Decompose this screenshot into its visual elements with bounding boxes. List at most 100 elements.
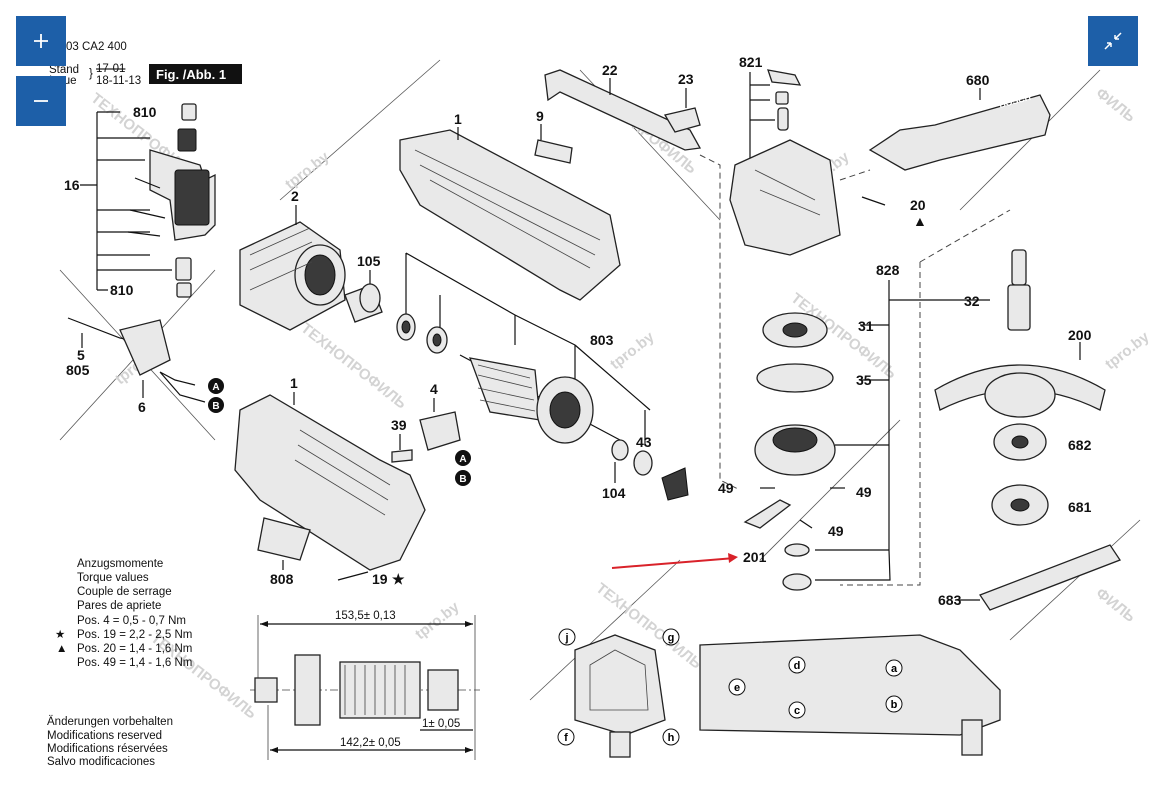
power-cable: 5 805 6 A B [66,317,224,415]
switch-assembly: 810 16 810 [64,103,216,298]
dimension-length: 153,5± 0,13 [335,610,396,622]
tail-parts: 22 23 9 [534,62,702,164]
part-1-label: 1 [290,375,298,391]
part-805-label: 805 [66,362,90,378]
motor-housing-top: 1 [399,111,621,301]
svg-text:Pares de apriete: Pares de apriete [77,600,161,612]
marker-h: h [668,732,675,744]
part-20-label: 20 [910,197,926,213]
marker-c: c [794,705,800,717]
star-marker: ★ [392,571,405,587]
part-39-label: 39 [391,417,407,433]
part-682-label: 682 [1068,437,1092,453]
part-1-label: 1 [454,111,462,127]
marker-d: d [794,660,801,672]
part-31-label: 31 [858,318,874,334]
svg-text:Modifications reserved: Modifications reserved [47,730,162,742]
marker-b [208,397,224,413]
zoom-out-button[interactable] [16,76,66,126]
watermark: tpro.by [607,328,658,373]
svg-text:Pos. 49 = 1,4 - 1,6 Nm: Pos. 49 = 1,4 - 1,6 Nm [77,657,192,669]
dimension-axial-play: 1± 0,05 [422,718,460,730]
part-821-label: 821 [739,54,763,70]
dimension-length: 142,2± 0,05 [340,737,401,749]
marker-f: f [564,732,568,744]
highlight-arrow-head [728,553,738,563]
svg-text:Änderungen vorbehalten: Änderungen vorbehalten [47,716,173,728]
part-201-label: 201 [743,549,767,565]
part-810-label: 810 [110,282,134,298]
svg-text:Anzugsmomente: Anzugsmomente [77,558,163,570]
part-49-label: 49 [718,480,734,496]
part-9-label: 9 [536,108,544,124]
spindle-and-guard: 32 200 682 681 683 [840,209,1121,611]
svg-text:Couple de serrage: Couple de serrage [77,586,172,598]
gear-head-front-view: j g f h [557,628,680,758]
part-680-label: 680 [966,72,990,88]
exit-fullscreen-button[interactable] [1088,16,1138,66]
part-49-label: 49 [828,523,844,539]
minus-icon [34,100,48,102]
svg-text:Salvo modificaciones: Salvo modificaciones [47,756,155,768]
figure-label: Fig. /Abb. 1 [156,67,226,82]
watermark: ФИЛЬ [1093,585,1139,626]
collapse-arrows-icon [1104,32,1122,50]
part-19-label: 19 [372,571,388,587]
marker-a [208,378,224,394]
doc-number: 03 CA2 400 [66,41,127,53]
part-803-label: 803 [590,332,614,348]
torque-values: Anzugsmomente Torque values Couple de se… [55,558,192,669]
part-22-label: 22 [602,62,618,78]
marker-b [455,470,471,486]
svg-text:Pos. 20 = 1,4 - 1,6 Nm: Pos. 20 = 1,4 - 1,6 Nm [77,643,192,655]
svg-text:Torque values: Torque values [77,572,149,584]
motor-housing-bottom: 1 808 19 ★ 4 39 A B [234,375,471,587]
svg-text:B: B [212,401,219,412]
zoom-in-button[interactable] [16,16,66,66]
part-681-label: 681 [1068,499,1092,515]
watermark: tpro.by [282,148,333,193]
armature-dimension-drawing: 153,5± 0,13 1± 0,05 142,2± 0,05 [250,610,480,760]
svg-text:Modifications réservées: Modifications réservées [47,743,168,755]
armature: 803 43 104 [396,252,689,501]
part-808-label: 808 [270,571,294,587]
figure-label-box [149,64,242,84]
part-683-label: 683 [938,592,962,608]
gear-parts: 828 31 35 49 49 49 201 [611,262,990,591]
marker-a: a [891,663,898,675]
marker-a [455,450,471,466]
watermark: tpro.by [1102,328,1153,373]
marker-e: e [734,682,740,694]
part-23-label: 23 [678,71,694,87]
part-16-label: 16 [64,177,80,193]
svg-text:A: A [212,382,219,393]
svg-text:Pos. 19 = 2,2 - 2,5 Nm: Pos. 19 = 2,2 - 2,5 Nm [77,629,192,641]
part-49-label: 49 [856,484,872,500]
part-828-label: 828 [876,262,900,278]
part-105-label: 105 [357,253,381,269]
stand-label: Stand [49,64,79,76]
svg-text:A: A [459,454,466,465]
issue-value: 18-11-13 [96,75,141,87]
modification-notes: Änderungen vorbehalten Modifications res… [47,716,173,768]
part-43-label: 43 [636,434,652,450]
watermark: ФИЛЬ [1093,85,1139,126]
part-200-label: 200 [1068,327,1092,343]
svg-text:B: B [459,474,466,485]
tool-side-view: d e c a b [699,634,1001,756]
highlight-arrow [611,557,736,569]
part-810-label: 810 [133,104,157,120]
triangle-marker: ▲ [56,643,67,655]
star-marker: ★ [55,629,65,641]
svg-text:Pos. 4 = 0,5 - 0,7 Nm: Pos. 4 = 0,5 - 0,7 Nm [77,615,186,627]
watermark: ТЕХНОПРОФИЛЬ [298,320,410,413]
part-6-label: 6 [138,399,146,415]
marker-b: b [891,699,898,711]
watermark: tpro.by [412,598,463,643]
triangle-marker: ▲ [913,213,927,229]
marker-j: j [564,632,568,644]
part-35-label: 35 [856,372,872,388]
part-2-label: 2 [291,188,299,204]
